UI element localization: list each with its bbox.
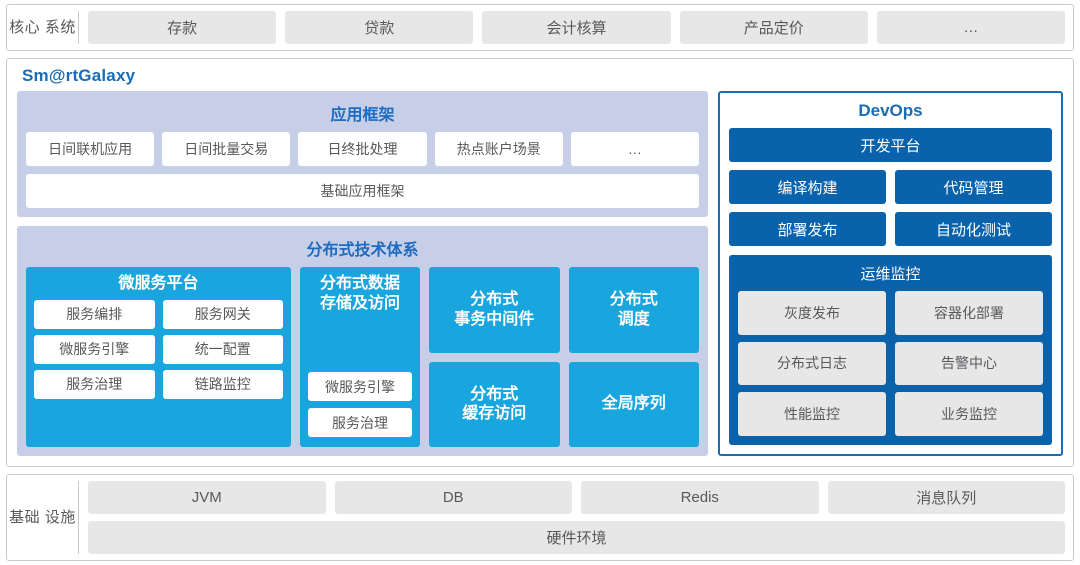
distributed-storage-box[interactable]: 分布式数据 存储及访问 微服务引擎 服务治理 (300, 267, 420, 447)
dev-platform-button[interactable]: 开发平台 (729, 128, 1052, 162)
distributed-col-four: 分布式 调度 全局序列 (568, 267, 699, 447)
ops-item[interactable]: 告警中心 (895, 341, 1043, 386)
microservice-item[interactable]: 链路监控 (162, 369, 283, 399)
app-framework-item[interactable]: 热点账户场景 (434, 132, 563, 166)
base-application-framework[interactable]: 基础应用框架 (26, 174, 699, 208)
distributed-cache-title: 分布式 缓存访问 (462, 385, 527, 423)
microservice-platform-title: 微服务平台 (118, 275, 199, 292)
hardware-row: 硬件环境 (88, 521, 1065, 554)
distributed-tech-panel: 分布式技术体系 微服务平台 服务编排 服务网关 微服务引擎 统一配置 服务治理 (17, 226, 708, 456)
distributed-storage-items: 微服务引擎 服务治理 (308, 372, 412, 439)
ops-item[interactable]: 业务监控 (895, 392, 1043, 436)
devops-row: 部署发布 自动化测试 (729, 212, 1052, 246)
distributed-scheduling-title: 分布式 调度 (609, 291, 658, 328)
app-framework-item[interactable]: 日间批量交易 (162, 132, 291, 166)
hardware-environment[interactable]: 硬件环境 (88, 521, 1065, 554)
infrastructure-band: 基础 设施 JVM DB Redis 消息队列 硬件环境 (6, 474, 1074, 561)
devops-row: 编译构建 代码管理 (729, 170, 1052, 204)
smartgalaxy-card: Sm@rtGalaxy 应用框架 日间联机应用 日间批量交易 日终批处理 热点账… (6, 58, 1074, 467)
distributed-tech-grid: 微服务平台 服务编排 服务网关 微服务引擎 统一配置 服务治理 链路监控 (26, 267, 699, 447)
app-framework-item[interactable]: 日终批处理 (298, 132, 427, 166)
global-sequence-title: 全局序列 (601, 395, 666, 413)
ops-monitoring-title: 运维监控 (860, 266, 921, 283)
core-systems-label: 核心 系统 (7, 11, 79, 44)
distributed-col-three: 分布式 事务中间件 分布式 缓存访问 (429, 267, 560, 447)
application-framework-items: 日间联机应用 日间批量交易 日终批处理 热点账户场景 … (26, 132, 700, 166)
microservice-items: 服务编排 服务网关 微服务引擎 统一配置 服务治理 链路监控 (34, 299, 283, 399)
ops-item[interactable]: 分布式日志 (738, 341, 886, 386)
distributed-storage-title: 分布式数据 存储及访问 (319, 275, 400, 312)
app-framework-more[interactable]: … (570, 132, 700, 166)
microservice-platform-box[interactable]: 微服务平台 服务编排 服务网关 微服务引擎 统一配置 服务治理 链路监控 (26, 267, 291, 447)
microservice-item[interactable]: 统一配置 (162, 334, 283, 364)
microservice-item[interactable]: 服务编排 (34, 299, 155, 329)
devops-panel: DevOps 开发平台 编译构建 代码管理 部署发布 自动化测试 运维监控 灰度… (718, 91, 1063, 456)
devops-item[interactable]: 编译构建 (729, 170, 886, 204)
infrastructure-body: JVM DB Redis 消息队列 硬件环境 (88, 481, 1065, 554)
devops-item[interactable]: 部署发布 (729, 212, 886, 246)
core-systems-row: 存款 贷款 会计核算 产品定价 … (88, 11, 1066, 44)
microservice-item[interactable]: 服务治理 (34, 369, 155, 399)
infrastructure-item[interactable]: DB (334, 481, 572, 514)
core-system-item[interactable]: 贷款 (285, 11, 474, 44)
ops-monitoring-items: 灰度发布 容器化部署 分布式日志 告警中心 性能监控 业务监控 (738, 291, 1043, 436)
ops-monitoring-panel: 运维监控 灰度发布 容器化部署 分布式日志 告警中心 性能监控 业务监控 (729, 255, 1052, 445)
distributed-scheduling-box[interactable]: 分布式 调度 (568, 267, 699, 353)
infrastructure-item[interactable]: JVM (88, 481, 326, 514)
devops-title: DevOps (858, 101, 923, 120)
microservice-item[interactable]: 服务网关 (162, 299, 283, 329)
ops-item[interactable]: 容器化部署 (895, 291, 1043, 335)
distributed-tech-title: 分布式技术体系 (306, 242, 419, 259)
distributed-transaction-box[interactable]: 分布式 事务中间件 (429, 267, 560, 353)
core-system-item[interactable]: 会计核算 (482, 11, 671, 44)
application-framework-panel: 应用框架 日间联机应用 日间批量交易 日终批处理 热点账户场景 … 基础应用框架 (17, 91, 708, 217)
infrastructure-row: JVM DB Redis 消息队列 (88, 481, 1065, 514)
infrastructure-label: 基础 设施 (7, 481, 79, 554)
infrastructure-item[interactable]: Redis (581, 481, 819, 514)
storage-item[interactable]: 微服务引擎 (308, 372, 412, 401)
right-column: DevOps 开发平台 编译构建 代码管理 部署发布 自动化测试 运维监控 灰度… (718, 91, 1063, 456)
core-system-more[interactable]: … (876, 11, 1066, 44)
application-framework-title: 应用框架 (330, 107, 395, 124)
ops-item[interactable]: 灰度发布 (738, 291, 886, 335)
distributed-transaction-title: 分布式 事务中间件 (454, 291, 535, 328)
infrastructure-item[interactable]: 消息队列 (827, 481, 1065, 514)
left-column: 应用框架 日间联机应用 日间批量交易 日终批处理 热点账户场景 … 基础应用框架… (17, 91, 708, 456)
app-framework-item[interactable]: 日间联机应用 (26, 132, 155, 166)
global-sequence-box[interactable]: 全局序列 (568, 361, 699, 447)
microservice-item[interactable]: 微服务引擎 (34, 334, 155, 364)
devops-item[interactable]: 自动化测试 (895, 212, 1052, 246)
distributed-cache-box[interactable]: 分布式 缓存访问 (429, 361, 560, 447)
main-columns: 应用框架 日间联机应用 日间批量交易 日终批处理 热点账户场景 … 基础应用框架… (17, 91, 1063, 456)
core-systems-band: 核心 系统 存款 贷款 会计核算 产品定价 … (6, 4, 1074, 51)
ops-item[interactable]: 性能监控 (738, 392, 886, 436)
core-system-item[interactable]: 产品定价 (679, 11, 868, 44)
storage-item[interactable]: 服务治理 (308, 408, 412, 437)
core-system-item[interactable]: 存款 (88, 11, 277, 44)
brand-title: Sm@rtGalaxy (22, 66, 136, 85)
core-systems-body: 存款 贷款 会计核算 产品定价 … (88, 11, 1066, 44)
devops-item[interactable]: 代码管理 (895, 170, 1052, 204)
